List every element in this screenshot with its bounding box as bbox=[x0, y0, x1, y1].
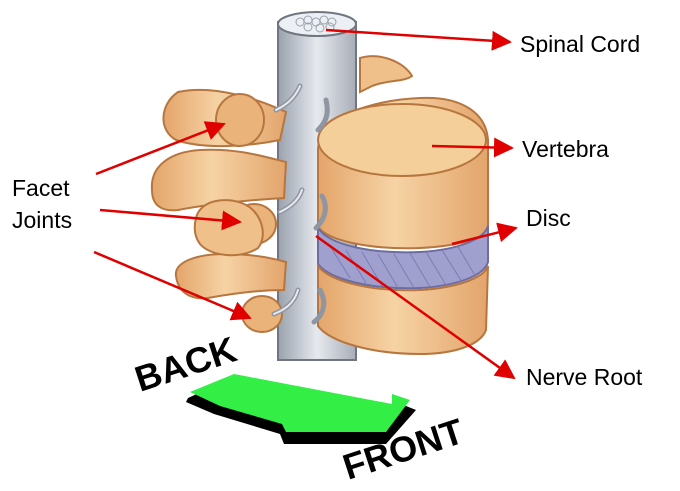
vertebral-body bbox=[318, 98, 488, 354]
label-facet-joints-line2: Joints bbox=[12, 207, 72, 233]
label-vertebra: Vertebra bbox=[522, 136, 609, 162]
label-facet-joints-line1: Facet bbox=[12, 175, 70, 201]
label-nerve-root: Nerve Root bbox=[526, 364, 643, 390]
label-spinal-cord: Spinal Cord bbox=[520, 31, 640, 57]
label-disc: Disc bbox=[526, 205, 571, 231]
